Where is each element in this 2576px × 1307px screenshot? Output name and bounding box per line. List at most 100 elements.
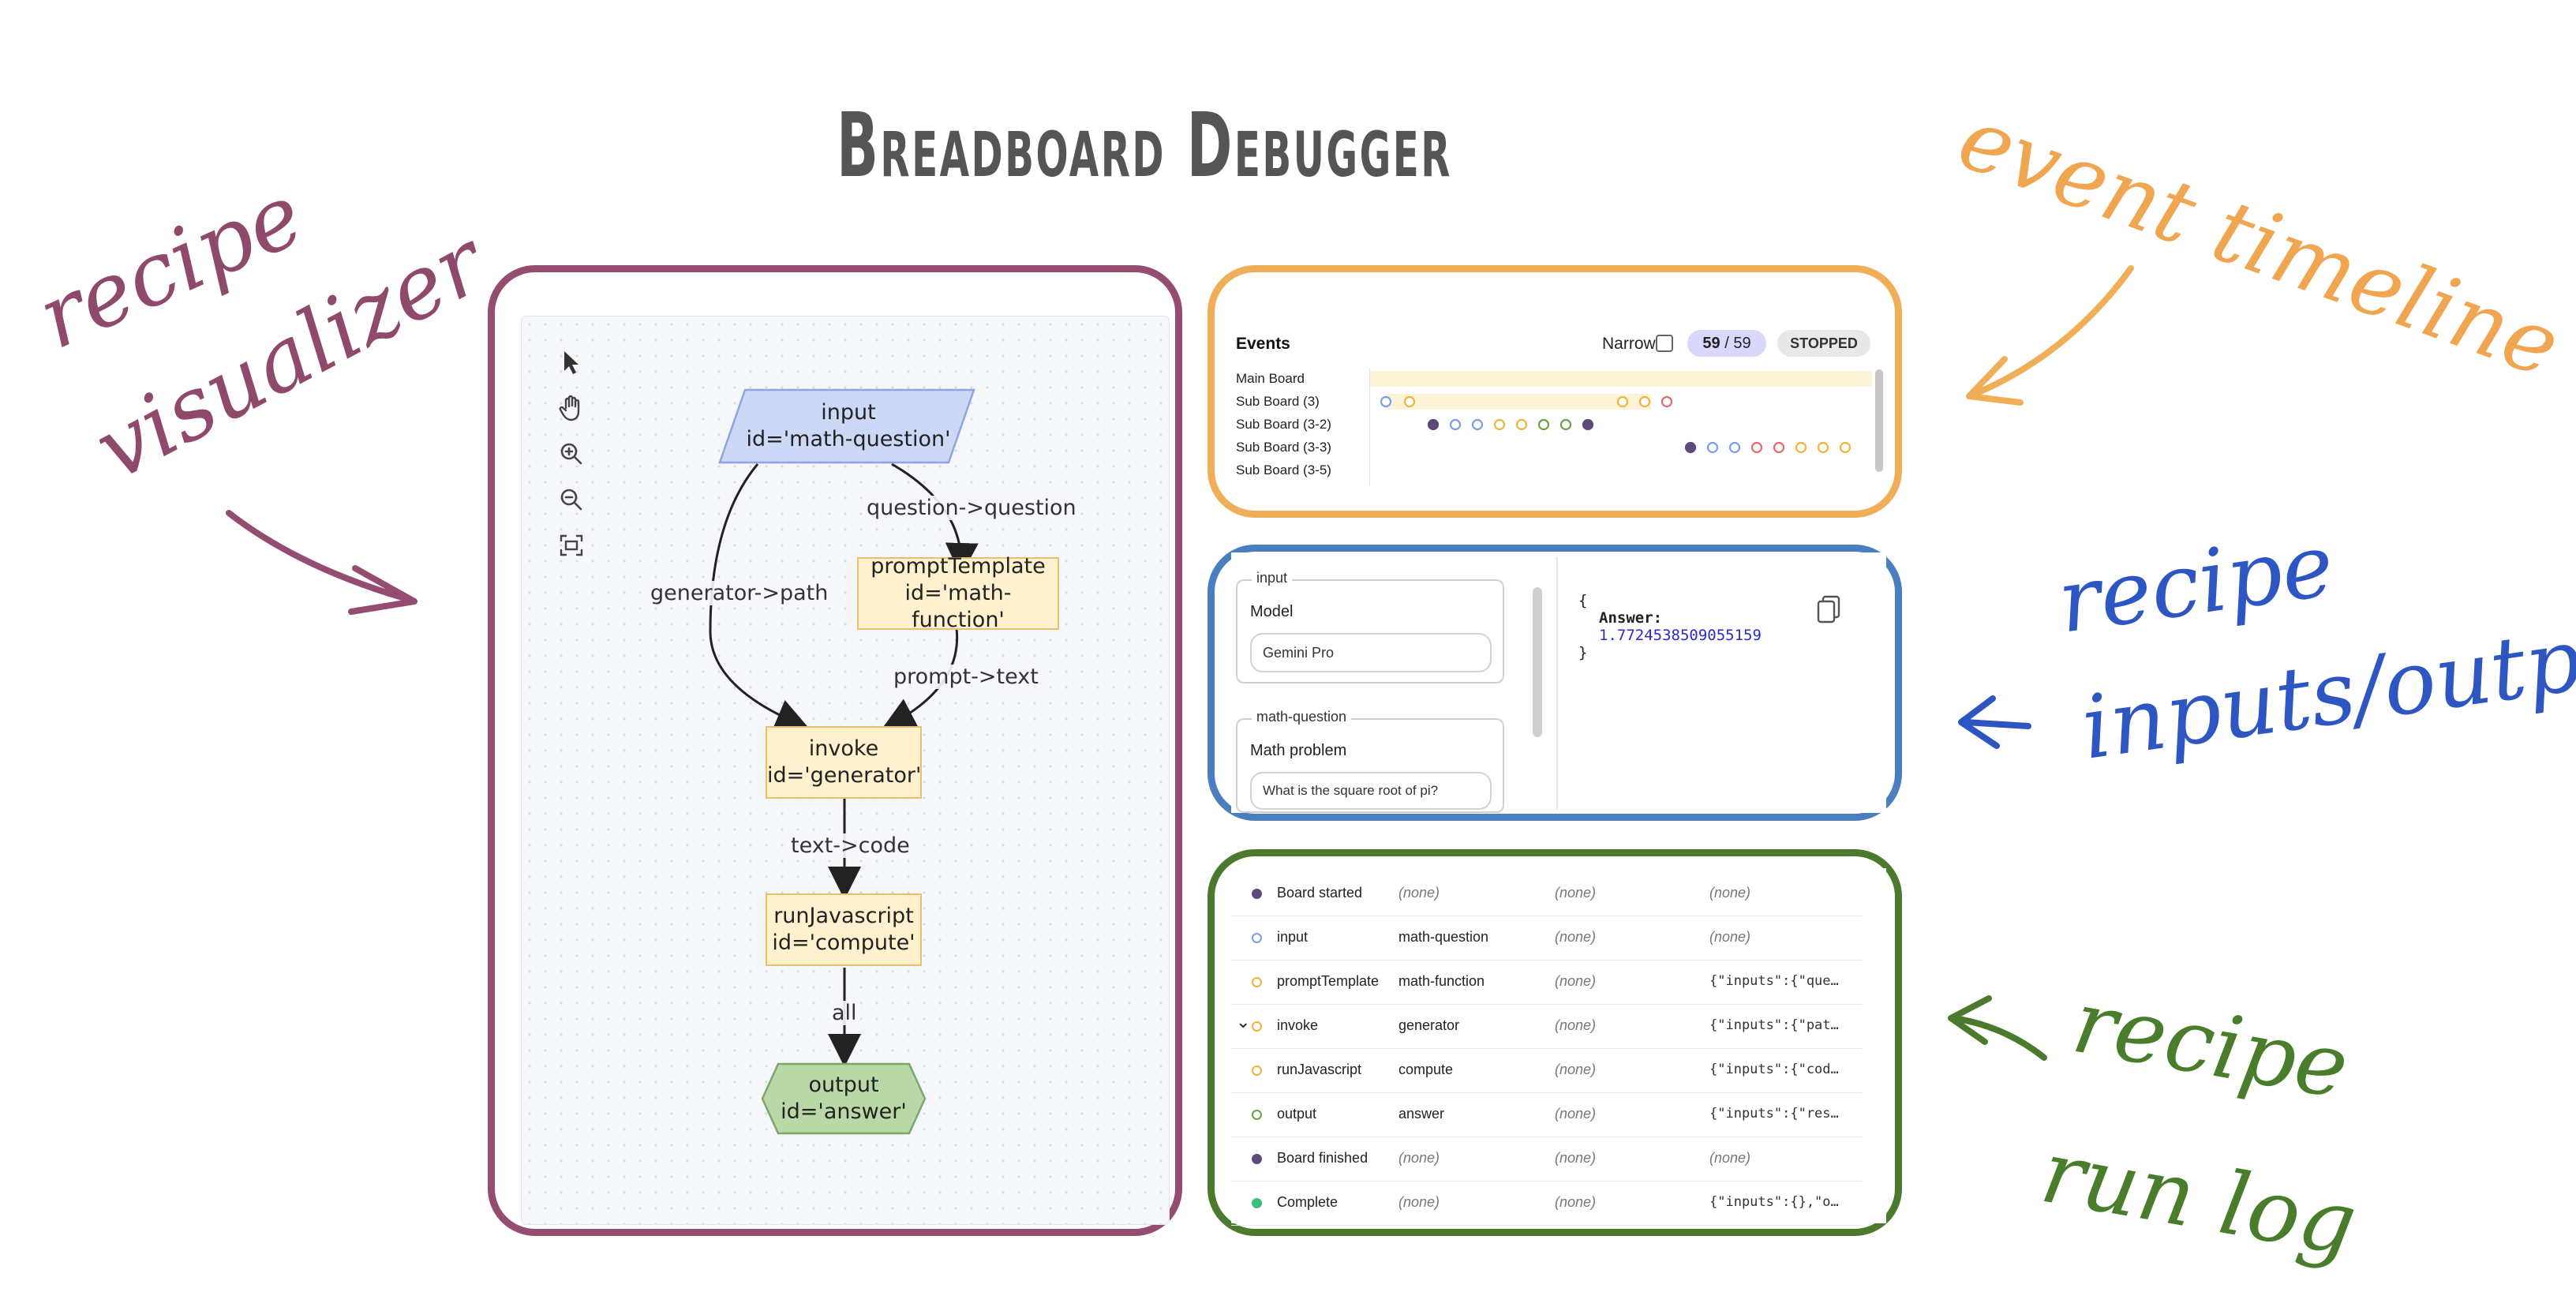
timeline-event [1684, 441, 1697, 454]
math-problem-input[interactable]: What is the square root of pi? [1250, 772, 1492, 810]
model-input[interactable]: Gemini Pro [1250, 633, 1492, 672]
log-cell-c3: (none) [1555, 929, 1597, 945]
timeline-event [1750, 441, 1763, 454]
timeline-event [1380, 395, 1392, 408]
node-run-javascript-id: id='compute' [772, 931, 915, 955]
arrow-log-head [1948, 995, 1992, 1045]
edge-label-generator: generator->path [647, 581, 832, 605]
node-prompt-template[interactable]: promptTemplate id='math-function' [857, 554, 1059, 632]
output-json-close: } [1578, 644, 1588, 661]
log-row[interactable]: Board finished(none)(none)(none) [1231, 1137, 1863, 1182]
timeline-event [1638, 395, 1651, 408]
output-key: Answer: [1599, 609, 1663, 627]
edge-label-all: all [829, 1001, 860, 1025]
log-status-dot-icon [1252, 1154, 1262, 1164]
arrow-timeline-head [1966, 356, 2024, 406]
log-status-dot-icon [1252, 889, 1262, 899]
log-status-dot-icon [1252, 1198, 1262, 1208]
narrow-checkbox[interactable] [1656, 335, 1673, 352]
log-cell-id: generator [1398, 1017, 1460, 1033]
timeline-event [1515, 418, 1528, 431]
pointer-icon[interactable] [549, 339, 593, 385]
arrow-visualizer-head [348, 565, 417, 615]
log-cell-id: compute [1398, 1062, 1454, 1077]
log-row[interactable]: Board started(none)(none)(none) [1231, 871, 1863, 916]
log-cell-c4: {"inputs":{"que… [1709, 973, 1839, 989]
log-cell-c3: (none) [1555, 1106, 1597, 1122]
main-board-track [1370, 371, 1872, 387]
zoom-out-icon[interactable] [549, 477, 593, 522]
node-output[interactable]: output id='answer' [767, 1062, 920, 1135]
log-frame [1208, 849, 1902, 1236]
io-divider [1556, 556, 1558, 809]
log-cell-type: runJavascript [1277, 1062, 1362, 1077]
arrow-io-head [1958, 695, 2000, 749]
model-label: Model [1250, 603, 1294, 620]
timeline-scrollbar[interactable] [1875, 369, 1883, 472]
log-cell-type: Board started [1277, 885, 1363, 901]
log-cell-c3: (none) [1555, 1017, 1597, 1033]
node-output-id: id='answer' [781, 1099, 907, 1124]
edge-label-text: text->code [788, 833, 913, 858]
log-row[interactable]: Complete(none)(none){"inputs":{},"o… [1231, 1181, 1863, 1226]
timeline-event [1582, 418, 1594, 431]
node-input-shape [718, 388, 975, 464]
page-title: Breadboard Debugger [836, 95, 1453, 197]
node-output-type: output [808, 1073, 879, 1097]
narrow-label: Narrow [1602, 335, 1656, 353]
log-cell-c4: {"inputs":{"res… [1709, 1106, 1839, 1122]
timeline-row-sub-board-3: Sub Board (3) [1236, 394, 1320, 409]
node-invoke-id: id='generator' [767, 763, 922, 788]
log-cell-c4: {"inputs":{},"o… [1709, 1194, 1839, 1210]
log-cell-c3: (none) [1555, 973, 1597, 989]
inputs-scrollbar[interactable] [1533, 587, 1542, 737]
output-value: 1.7724538509055159 [1599, 627, 1762, 644]
timeline-event [1839, 441, 1852, 454]
run-log-panel [1231, 868, 1886, 1223]
timeline-event [1817, 441, 1829, 454]
timeline-divider [1369, 368, 1370, 486]
hand-icon[interactable] [549, 385, 593, 431]
event-count-total: / 59 [1724, 334, 1751, 352]
event-count-badge[interactable]: 59 / 59 [1687, 330, 1766, 357]
input-group-legend: input [1252, 570, 1293, 586]
arrow-visualizer [226, 510, 414, 603]
log-cell-id: answer [1398, 1106, 1445, 1122]
math-problem-label: Math problem [1250, 742, 1347, 759]
timeline-row-sub-board-3-5: Sub Board (3-5) [1236, 463, 1331, 477]
copy-icon[interactable] [1815, 594, 1842, 625]
log-status-dot-icon [1252, 1065, 1262, 1076]
zoom-in-icon[interactable] [549, 431, 593, 477]
expand-chevron-icon[interactable]: ⌄ [1236, 1012, 1251, 1032]
visualizer-toolbar [549, 339, 593, 568]
node-input[interactable]: input id='math-question' [734, 390, 963, 463]
node-run-javascript[interactable]: runJavascript id='compute' [766, 893, 922, 966]
log-status-dot-icon [1252, 933, 1262, 943]
events-title: Events [1236, 335, 1290, 353]
log-cell-type: Board finished [1277, 1150, 1368, 1166]
log-cell-id: (none) [1398, 1194, 1440, 1210]
timeline-event [1449, 418, 1462, 431]
log-cell-c4: (none) [1709, 1150, 1751, 1166]
log-cell-type: invoke [1277, 1017, 1319, 1033]
log-status-dot-icon [1252, 1110, 1262, 1120]
node-prompt-template-type: promptTemplate [871, 554, 1046, 579]
node-invoke-type: invoke [808, 736, 879, 761]
timeline-event [1706, 441, 1719, 454]
timeline-tracks [1370, 371, 1872, 454]
log-cell-c4: {"inputs":{"cod… [1709, 1062, 1839, 1077]
output-json: { Answer: 1.7724538509055159 } [1578, 592, 1762, 661]
node-run-javascript-type: runJavascript [773, 904, 914, 928]
status-badge: STOPPED [1777, 330, 1870, 357]
node-input-id: id='math-question' [746, 427, 951, 451]
log-cell-type: promptTemplate [1277, 973, 1380, 989]
fit-view-icon[interactable] [549, 522, 593, 568]
node-invoke[interactable]: invoke id='generator' [766, 726, 922, 799]
timeline-event-markers [1380, 395, 1852, 454]
timeline-event [1493, 418, 1506, 431]
